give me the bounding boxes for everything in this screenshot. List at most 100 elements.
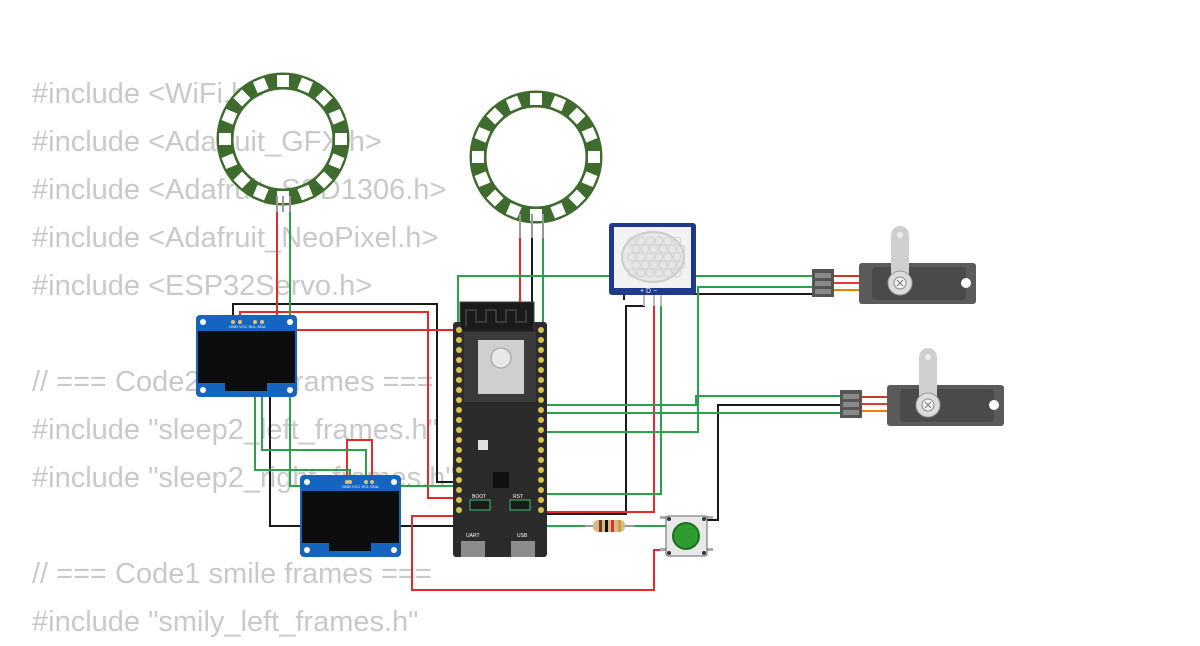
push-button[interactable] (660, 515, 713, 557)
neopixel-led (221, 153, 238, 170)
board-pin[interactable] (456, 427, 462, 433)
pir-lens-cell (636, 236, 646, 246)
board-pin[interactable] (538, 447, 544, 453)
esp32-devkit-board[interactable]: BOOT RST UART USB (453, 301, 547, 557)
servo-motor-bottom[interactable] (840, 348, 1004, 426)
wire-gnd (232, 303, 455, 483)
neopixel-ring-left[interactable] (216, 72, 350, 212)
neopixel-led (505, 202, 522, 219)
wire-signal (545, 296, 662, 495)
board-pin[interactable] (456, 337, 462, 343)
pir-lens-cell (663, 252, 673, 262)
pir-lens-cell (645, 268, 655, 278)
pir-lens-cell (658, 244, 668, 254)
neopixel-ring-right[interactable] (469, 90, 603, 238)
pir-lens-cell (667, 244, 677, 254)
board-pin[interactable] (456, 467, 462, 473)
pir-lens-cell (672, 268, 682, 278)
neopixel-led (252, 77, 269, 94)
board-pin[interactable] (538, 457, 544, 463)
neopixel-led (550, 95, 567, 112)
pir-lens-cell (676, 260, 686, 270)
pir-lens-cell (676, 244, 686, 254)
board-pin[interactable] (456, 497, 462, 503)
neopixel-led (328, 108, 345, 125)
board-pin[interactable] (538, 387, 544, 393)
code-line: #include <Adafruit_NeoPixel.h> (32, 222, 439, 254)
board-pin[interactable] (456, 367, 462, 373)
neopixel-led (588, 151, 600, 163)
board-pin[interactable] (456, 487, 462, 493)
board-pin[interactable] (538, 507, 544, 513)
board-pin[interactable] (456, 417, 462, 423)
pir-lens-cell (672, 252, 682, 262)
board-pin[interactable] (456, 347, 462, 353)
board-pin[interactable] (538, 397, 544, 403)
neopixel-led (233, 171, 251, 189)
oled-display-right[interactable]: GND VCC SCL SDA (300, 475, 401, 557)
circuit-diagram[interactable]: GND VCC SCL SDA GND VCC SCL SDA BOOT RST (0, 0, 1200, 630)
pir-lens-cell (627, 236, 637, 246)
wire-signal (545, 395, 843, 406)
board-pin[interactable] (538, 327, 544, 333)
board-pin[interactable] (538, 407, 544, 413)
board-pin[interactable] (456, 437, 462, 443)
pir-lens-cell (645, 252, 655, 262)
board-pin[interactable] (538, 427, 544, 433)
board-pin[interactable] (456, 387, 462, 393)
board-pin[interactable] (456, 457, 462, 463)
neopixel-led (233, 89, 251, 107)
board-pin[interactable] (538, 467, 544, 473)
pir-lens-cell (649, 260, 659, 270)
neopixel-led (486, 107, 504, 125)
pir-lens-cell (658, 260, 668, 270)
usb-port-label: USB (517, 533, 528, 539)
board-pin[interactable] (538, 417, 544, 423)
board-pin[interactable] (456, 397, 462, 403)
board-pin[interactable] (538, 357, 544, 363)
neopixel-led (297, 184, 314, 201)
board-pin[interactable] (456, 477, 462, 483)
wire-vcc (239, 311, 455, 499)
pir-lens-cell (627, 268, 637, 278)
pir-lens-cell (631, 244, 641, 254)
pir-lens-cell (654, 236, 664, 246)
board-pin[interactable] (456, 357, 462, 363)
neopixel-led (474, 126, 491, 143)
neopixel-led (581, 171, 598, 188)
wire-signal (545, 286, 814, 433)
board-pin[interactable] (538, 367, 544, 373)
pir-lens-cell (649, 244, 659, 254)
code-line: // === Code1 smile frames === (32, 558, 432, 590)
board-pin[interactable] (538, 377, 544, 383)
oled-display-left[interactable]: GND VCC SCL SDA (196, 315, 297, 397)
pir-lens-cell (654, 252, 664, 262)
neopixel-led (315, 89, 333, 107)
pir-lens-cell (654, 268, 664, 278)
neopixel-led (315, 171, 333, 189)
board-pin[interactable] (538, 497, 544, 503)
wire-gnd (706, 404, 843, 521)
board-pin[interactable] (538, 337, 544, 343)
wire-signal (254, 328, 351, 478)
board-pin[interactable] (456, 327, 462, 333)
pir-lens-cell (667, 260, 677, 270)
servo-motor-top[interactable] (812, 226, 976, 304)
board-pin[interactable] (538, 477, 544, 483)
neopixel-led (581, 126, 598, 143)
board-pin[interactable] (538, 437, 544, 443)
pir-lens-cell (663, 236, 673, 246)
board-pin[interactable] (456, 407, 462, 413)
oled-pin-labels: GND VCC SCL SDA (342, 484, 379, 489)
pir-lens-cell (645, 236, 655, 246)
board-pin[interactable] (456, 447, 462, 453)
board-pin[interactable] (538, 487, 544, 493)
resistor[interactable] (585, 520, 635, 532)
board-pin[interactable] (456, 507, 462, 513)
board-pin[interactable] (538, 347, 544, 353)
neopixel-led (472, 151, 484, 163)
neopixel-led (568, 107, 586, 125)
wire-vcc (545, 296, 655, 513)
pir-motion-sensor[interactable]: + D − (609, 223, 696, 306)
board-pin[interactable] (456, 377, 462, 383)
